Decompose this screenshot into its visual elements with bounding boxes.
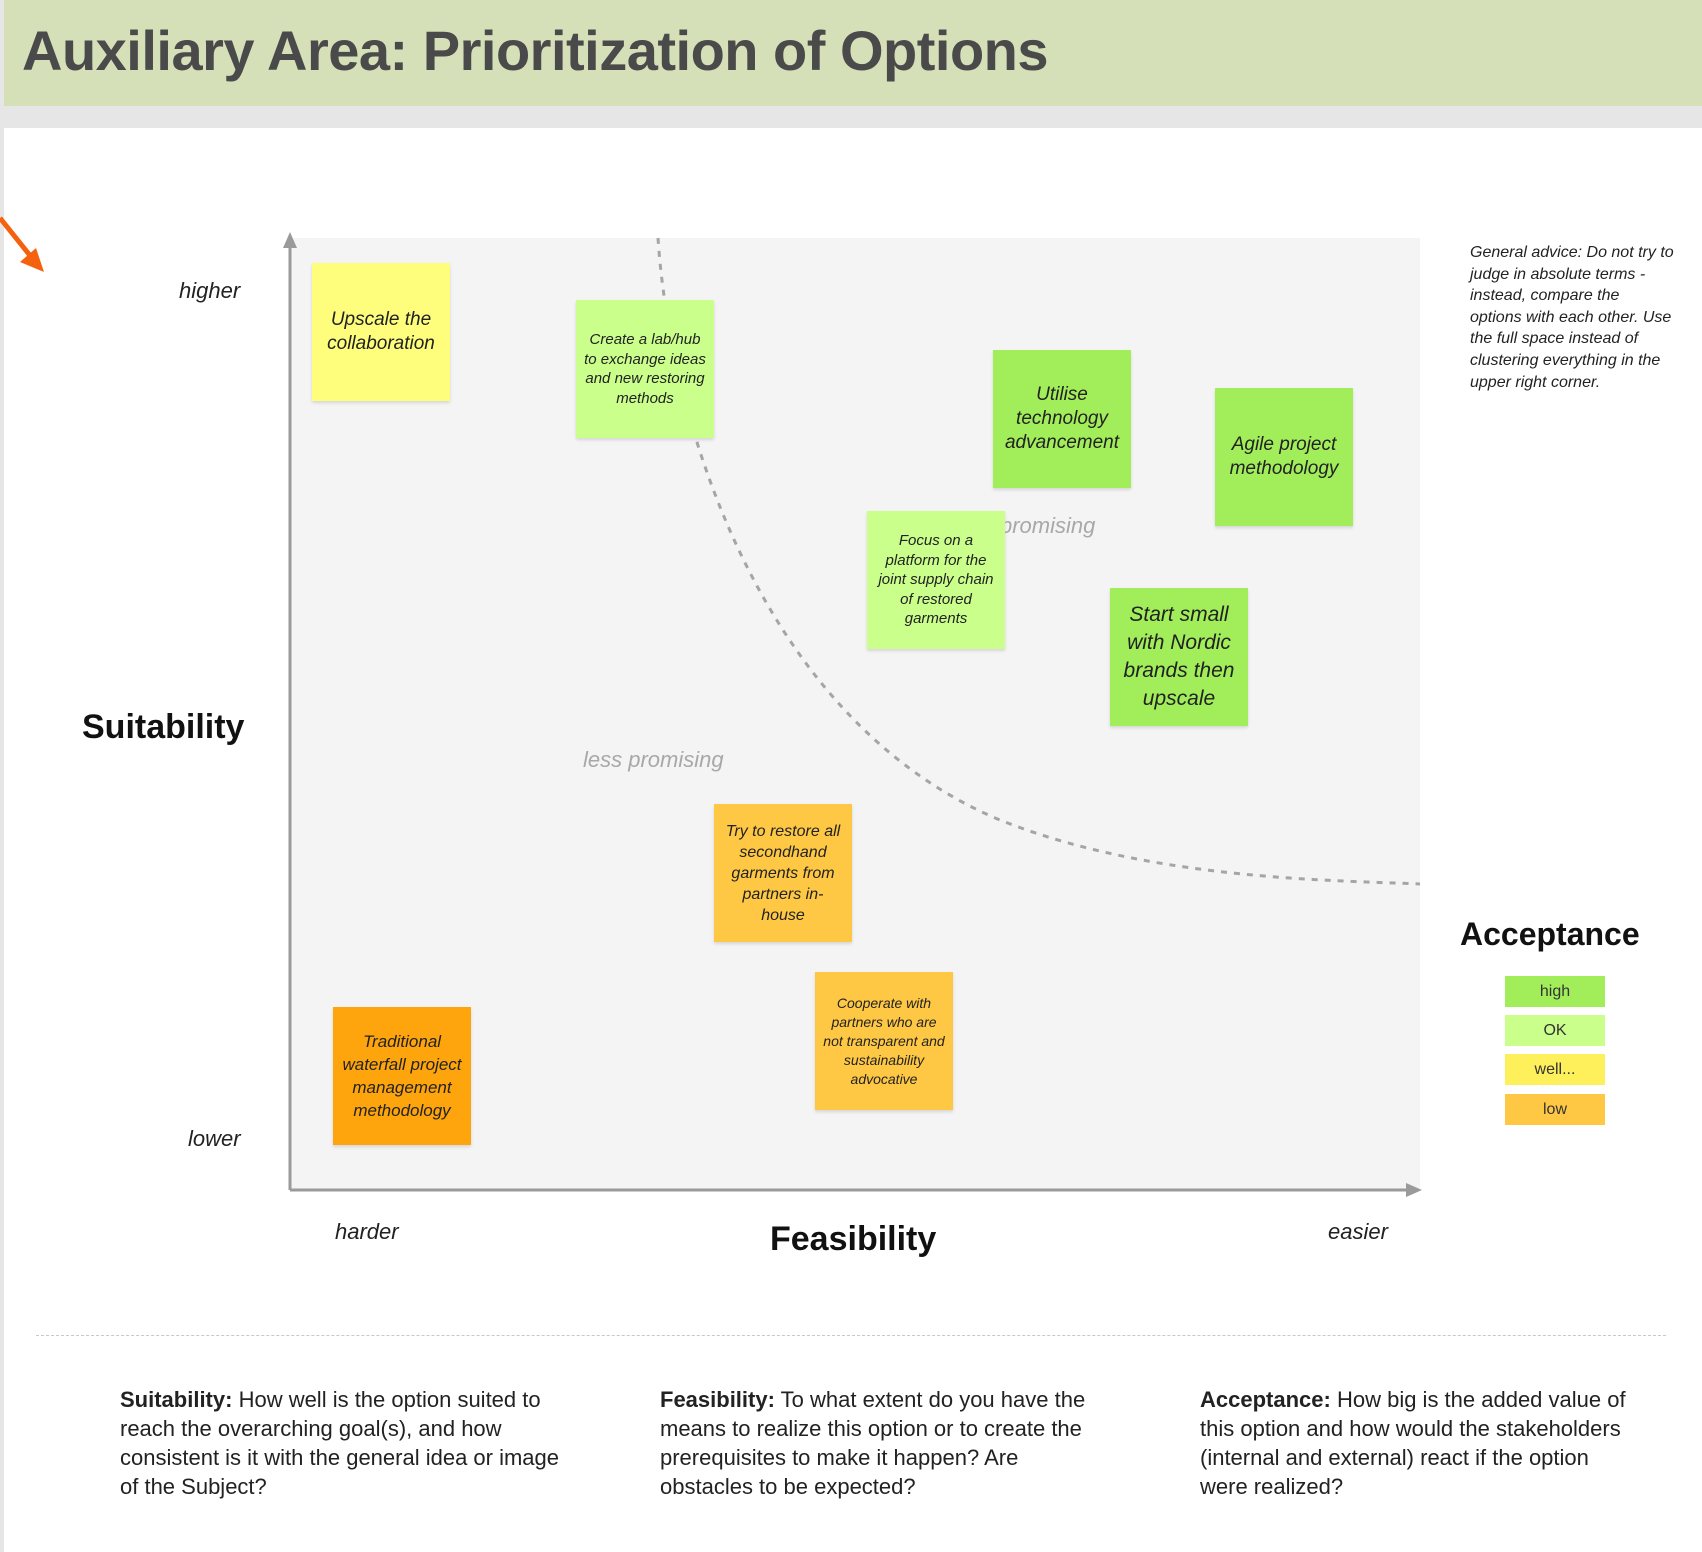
sticky-note-text: Create a lab/hub to exchange ideas and n… [584, 331, 706, 407]
sticky-note-text: Focus on a platform for the joint supply… [878, 532, 994, 628]
sticky-note[interactable]: Create a lab/hub to exchange ideas and n… [576, 300, 714, 438]
sticky-note[interactable]: Upscale the collaboration [312, 263, 450, 401]
definition-text: How well is the option suited to reach t… [120, 1387, 560, 1499]
sticky-note[interactable]: Start small with Nordic brands then upsc… [1110, 588, 1248, 726]
legend-item-ok: OK [1505, 1015, 1605, 1046]
sticky-note-text: Traditional waterfall project management… [342, 1032, 462, 1120]
definition-term: Suitability: [120, 1387, 233, 1412]
sticky-note-text: Utilise technology advancement [1004, 384, 1120, 453]
sticky-note-text: Cooperate with partners who are not tran… [823, 994, 945, 1087]
less-promising-label: less promising [583, 747, 724, 772]
x-axis-low-label: harder [335, 1219, 399, 1244]
sticky-note-text: Agile project methodology [1229, 434, 1339, 479]
legend-item-high: high [1505, 976, 1605, 1007]
sticky-note-text: Try to restore all secondhand garments f… [725, 822, 841, 924]
legend-item-well: well... [1505, 1054, 1605, 1085]
definition-feasibility: Feasibility: To what extent do you have … [660, 1385, 1100, 1501]
header-bar: Auxiliary Area: Prioritization of Option… [4, 0, 1702, 106]
page-title: Auxiliary Area: Prioritization of Option… [22, 19, 1049, 82]
y-axis-title: Suitability [82, 708, 245, 746]
sticky-note[interactable]: Cooperate with partners who are not tran… [815, 972, 953, 1110]
sticky-note[interactable]: Agile project methodology [1215, 388, 1353, 526]
definition-text: How big is the added value of this optio… [1200, 1387, 1626, 1499]
definition-suitability: Suitability: How well is the option suit… [120, 1385, 560, 1501]
section-divider [36, 1335, 1666, 1336]
x-axis-title: Feasibility [770, 1220, 937, 1258]
definition-term: Feasibility: [660, 1387, 775, 1412]
sticky-note[interactable]: Utilise technology advancement [993, 350, 1131, 488]
definition-acceptance: Acceptance: How big is the added value o… [1200, 1385, 1640, 1501]
sticky-note-text: Upscale the collaboration [327, 309, 435, 354]
definition-term: Acceptance: [1200, 1387, 1331, 1412]
y-axis-high-label: higher [179, 278, 241, 303]
sticky-note[interactable]: Focus on a platform for the joint supply… [867, 511, 1005, 649]
general-advice-text: General advice: Do not try to judge in a… [1470, 244, 1674, 391]
promising-label: promising [1000, 513, 1096, 538]
y-axis-low-label: lower [188, 1126, 241, 1151]
sticky-note[interactable]: Try to restore all secondhand garments f… [714, 804, 852, 942]
x-axis-high-label: easier [1328, 1219, 1388, 1244]
sticky-note-text: Start small with Nordic brands then upsc… [1123, 603, 1235, 710]
legend-title: Acceptance [1460, 916, 1640, 952]
sticky-note[interactable]: Traditional waterfall project management… [333, 1007, 471, 1145]
definition-text: To what extent do you have the means to … [660, 1387, 1086, 1499]
legend-item-low: low [1505, 1094, 1605, 1125]
